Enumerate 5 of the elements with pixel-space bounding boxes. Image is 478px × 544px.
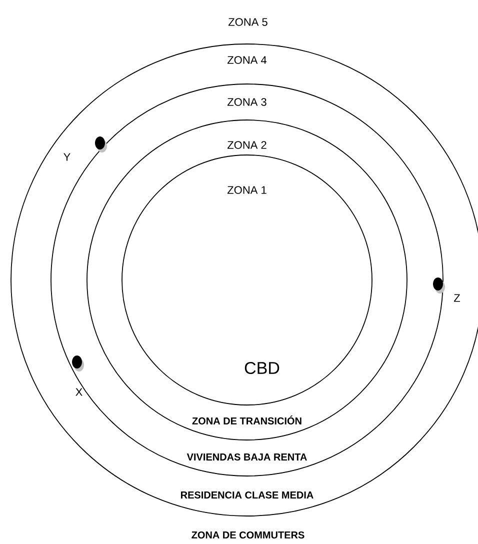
point-label: Y (64, 153, 70, 161)
zone-label: ZONA DE COMMUTERS (192, 531, 304, 539)
point-label: Z (454, 294, 460, 302)
point-label: X (76, 388, 82, 396)
zone-label: ZONA 5 (228, 18, 268, 26)
